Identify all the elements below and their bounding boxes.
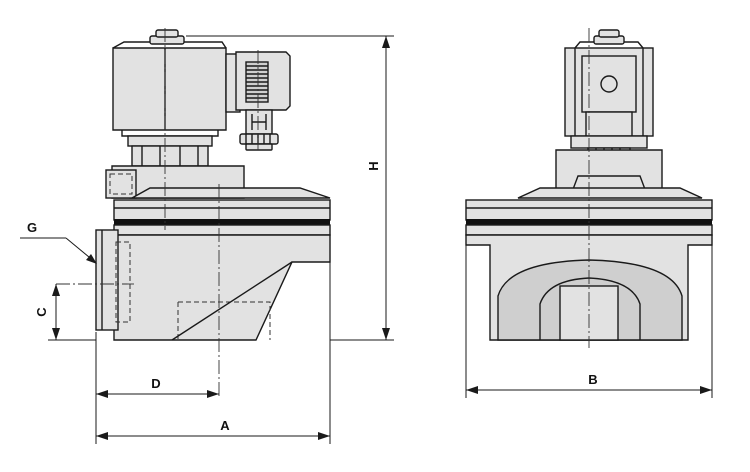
label-g: G xyxy=(27,220,37,235)
label-a: A xyxy=(220,418,230,433)
coil xyxy=(112,29,227,137)
dim-a: A xyxy=(96,262,331,444)
armature-nut xyxy=(127,135,213,167)
connector-plug xyxy=(225,51,291,151)
dim-h: H xyxy=(186,35,394,341)
dim-d: D xyxy=(95,332,219,444)
front-coil xyxy=(564,29,654,137)
label-b: B xyxy=(588,372,597,387)
label-h: H xyxy=(366,161,381,170)
label-d: D xyxy=(151,376,160,391)
flange xyxy=(113,199,331,236)
dim-b: B xyxy=(465,235,713,398)
valve-body xyxy=(95,229,331,341)
dim-c: C xyxy=(34,284,96,341)
dim-g: G xyxy=(20,220,97,264)
bonnet xyxy=(105,165,331,199)
front-bonnet xyxy=(517,149,703,199)
front-view xyxy=(465,28,713,348)
dimensions: H C G D xyxy=(20,35,713,444)
label-c: C xyxy=(34,307,49,317)
side-view xyxy=(56,28,331,396)
